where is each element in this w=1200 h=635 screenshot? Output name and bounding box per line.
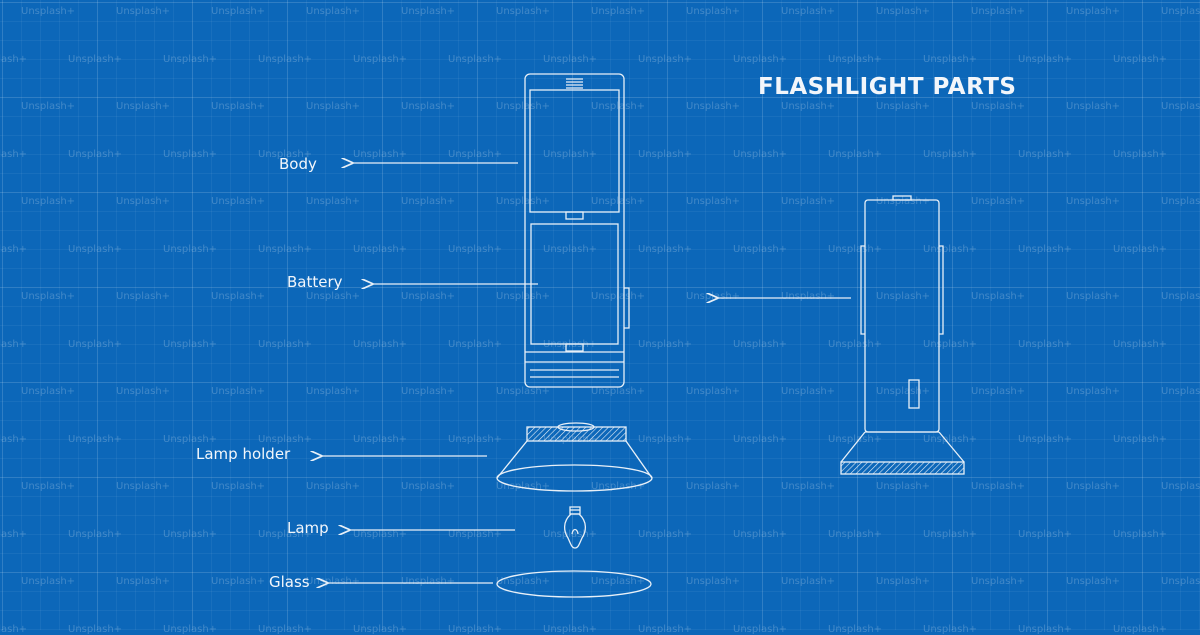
lamp-bulb-drawing bbox=[563, 506, 587, 549]
label-glass: Glass bbox=[269, 573, 310, 591]
label-lamp-holder: Lamp holder bbox=[196, 445, 291, 463]
diagram-title: FLASHLIGHT PARTS bbox=[758, 74, 1017, 100]
glass-lens-drawing bbox=[496, 570, 652, 598]
label-battery: Battery bbox=[287, 273, 343, 291]
label-lamp: Lamp bbox=[287, 519, 329, 537]
assembled-flashlight-drawing bbox=[840, 195, 965, 475]
label-body: Body bbox=[279, 155, 317, 173]
lamp-holder-drawing bbox=[496, 422, 653, 492]
flashlight-body-drawing bbox=[524, 73, 630, 388]
